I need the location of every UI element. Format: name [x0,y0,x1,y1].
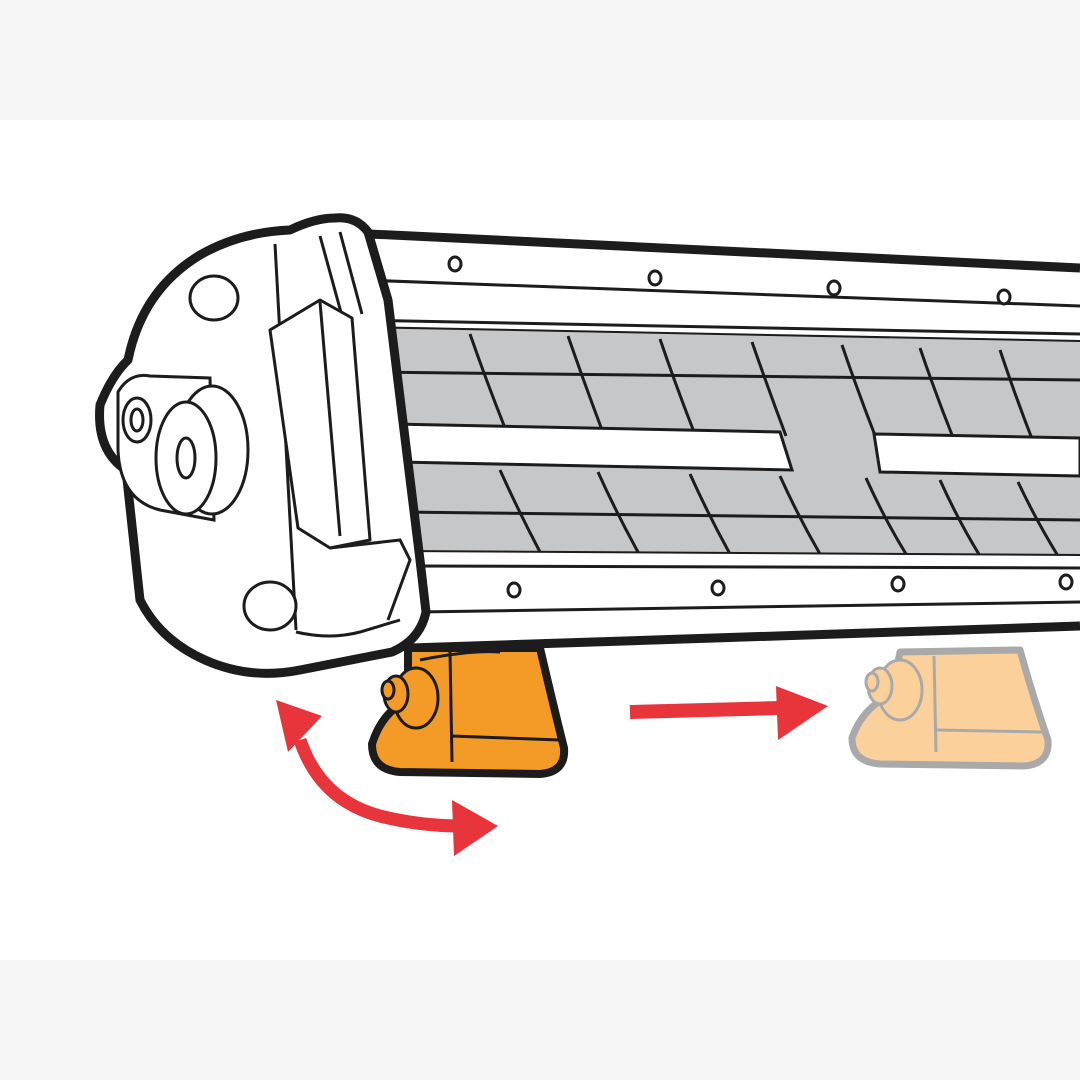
right-arrow-icon [629,686,828,740]
top-band [0,0,1080,120]
cap-hole-top [188,274,240,322]
top-rail-screws [447,255,1012,306]
lens-area [357,324,1080,558]
reflector-curves-upper [468,333,1036,445]
cap-hole-bottom [242,580,298,632]
side-clip [268,298,372,550]
bottom-rail [400,552,1080,653]
bottom-rail-screws [506,573,1074,599]
end-cap [95,213,431,678]
mounting-bracket-active [368,644,569,778]
curved-double-arrow-icon [276,700,498,856]
center-strip-left [390,422,795,472]
bracket-bolt [380,666,440,730]
reflector-curves-lower [498,469,1060,557]
bottom-band [0,960,1080,1080]
center-strip-right [872,432,1080,478]
top-rail [327,227,1080,340]
cable-connector [116,373,250,522]
mounting-bracket-ghost [848,646,1052,770]
